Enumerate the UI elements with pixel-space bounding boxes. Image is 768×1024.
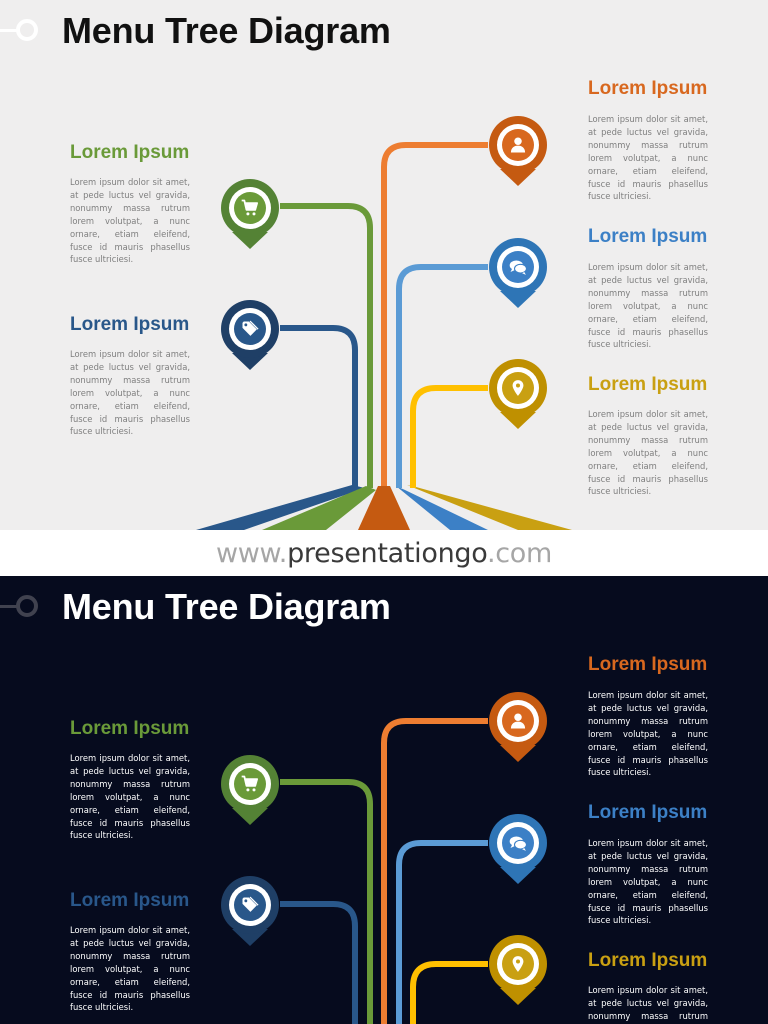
body-blue: Lorem ipsum dolor sit amet, at pede luct…: [588, 262, 708, 350]
body-navy: Lorem ipsum dolor sit amet, at pede luct…: [70, 349, 190, 437]
base-trunk-orange: [358, 486, 410, 530]
body-orange: Lorem ipsum dolor sit amet, at pede luct…: [588, 114, 708, 202]
dark-slide: Menu Tree Diagram Lorem Ipsum Lorem ipsu…: [0, 576, 768, 1024]
menu-tree-graphic-dark: [221, 692, 547, 1024]
footer-url[interactable]: www.presentationgo.com: [0, 530, 768, 578]
body-gold-dark: Lorem ipsum dolor sit amet, at pede luct…: [588, 985, 708, 1024]
menu-tree-graphic: [196, 116, 572, 530]
title-connector-line: [0, 29, 18, 32]
title-ring-icon: [16, 595, 38, 617]
heading-gold: Lorem Ipsum: [588, 374, 708, 395]
user-icon: [489, 692, 547, 762]
heading-green-dark: Lorem Ipsum: [70, 718, 190, 739]
chat-bubbles-icon: [489, 238, 547, 308]
branch-blue: [396, 264, 488, 488]
heading-blue-dark: Lorem Ipsum: [588, 802, 708, 823]
body-green: Lorem ipsum dolor sit amet, at pede luct…: [70, 177, 190, 265]
location-pin-icon: [489, 359, 547, 429]
branch-orange: [381, 142, 488, 488]
footer-banner: www.presentationgo.com: [0, 530, 768, 576]
user-icon: [489, 116, 547, 186]
heading-orange-dark: Lorem Ipsum: [588, 654, 708, 675]
title-connector-line: [0, 605, 18, 608]
footer-url-prefix: www.: [215, 538, 288, 569]
shopping-cart-icon: [221, 755, 279, 825]
branch-blue: [396, 840, 488, 1024]
chat-bubbles-icon: [489, 814, 547, 884]
base-ray-green: [262, 486, 376, 530]
branch-navy: [280, 325, 358, 488]
heading-green: Lorem Ipsum: [70, 142, 190, 163]
base-ray-navy: [196, 485, 365, 530]
heading-gold-dark: Lorem Ipsum: [588, 950, 708, 971]
shopping-cart-icon: [221, 179, 279, 249]
title-ring-icon: [16, 19, 38, 41]
footer-url-suffix: .com: [486, 538, 553, 569]
page-title: Menu Tree Diagram: [62, 10, 391, 51]
body-green-dark: Lorem ipsum dolor sit amet, at pede luct…: [70, 753, 190, 841]
body-gold: Lorem ipsum dolor sit amet, at pede luct…: [588, 409, 708, 497]
branch-green: [280, 203, 373, 488]
body-orange-dark: Lorem ipsum dolor sit amet, at pede luct…: [588, 690, 708, 778]
branch-green: [280, 779, 373, 1024]
branch-gold: [410, 385, 488, 488]
price-tag-icon: [221, 876, 279, 946]
heading-navy-dark: Lorem Ipsum: [70, 890, 190, 911]
branch-orange: [381, 718, 488, 1024]
base-ray-blue: [396, 486, 488, 530]
location-pin-icon: [489, 935, 547, 1005]
price-tag-icon: [221, 300, 279, 370]
branch-navy: [280, 901, 358, 1024]
footer-url-brand: presentationgo: [287, 538, 487, 569]
heading-orange: Lorem Ipsum: [588, 78, 708, 99]
base-ray-gold: [407, 485, 572, 530]
body-navy-dark: Lorem ipsum dolor sit amet, at pede luct…: [70, 925, 190, 1013]
heading-navy: Lorem Ipsum: [70, 314, 190, 335]
branch-gold: [410, 961, 488, 1024]
body-blue-dark: Lorem ipsum dolor sit amet, at pede luct…: [588, 838, 708, 926]
page-title-dark: Menu Tree Diagram: [62, 586, 391, 627]
light-slide: Menu Tree Diagram Lorem Ipsum Lorem ipsu…: [0, 0, 768, 530]
heading-blue: Lorem Ipsum: [588, 226, 708, 247]
